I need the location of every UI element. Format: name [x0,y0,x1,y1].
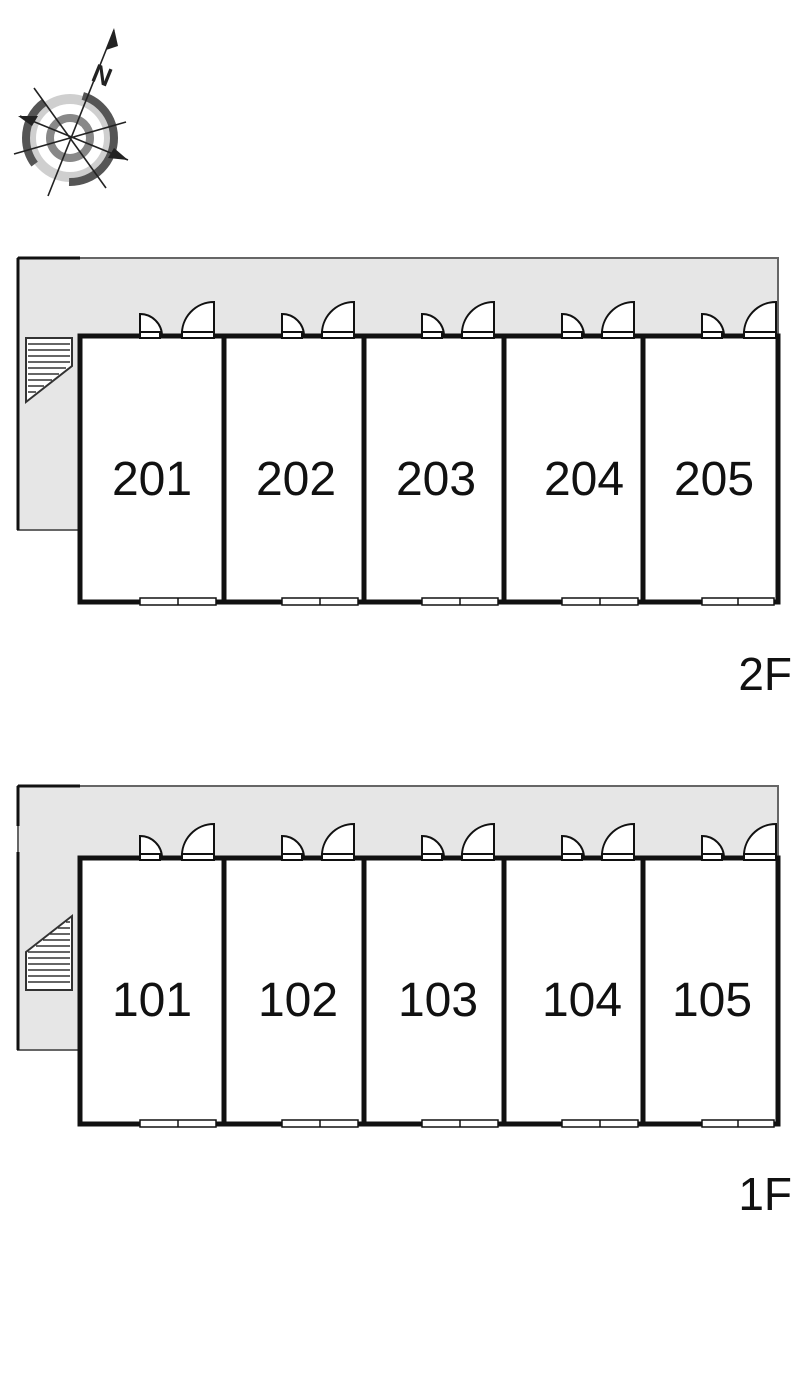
compass-icon: N [13,28,129,197]
door-icon [460,300,495,339]
floor-label: 1F [738,1168,792,1220]
door-icon [281,834,306,861]
door-icon [320,822,355,861]
door-icon [421,312,446,339]
door-icon [561,834,586,861]
room-label: 203 [396,453,476,506]
door-icon [742,822,777,861]
door-icon [139,312,164,339]
room-label: 202 [256,453,336,506]
door-icon [180,300,215,339]
room-label: 204 [544,453,624,506]
door-icon [180,822,215,861]
door-icon [701,312,726,339]
room-label: 201 [112,453,192,506]
floor-1f: 101 102 103 104 105 1F [16,784,792,1220]
door-icon [600,822,635,861]
door-icon [460,822,495,861]
room-label: 205 [674,453,754,506]
door-icon [701,834,726,861]
floor-2f: 201 202 203 204 205 2F [16,256,792,700]
room-label: 105 [672,974,752,1027]
room-label: 103 [398,974,478,1027]
door-icon [320,300,355,339]
door-icon [139,834,164,861]
room-label: 101 [112,974,192,1027]
room-label: 104 [542,974,622,1027]
stairs-1f [25,913,73,991]
room-label: 102 [258,974,338,1027]
door-icon [281,312,306,339]
floor-label: 2F [738,648,792,700]
door-icon [561,312,586,339]
door-icon [421,834,446,861]
door-icon [742,300,777,339]
door-icon [600,300,635,339]
stairs-2f [25,337,73,405]
